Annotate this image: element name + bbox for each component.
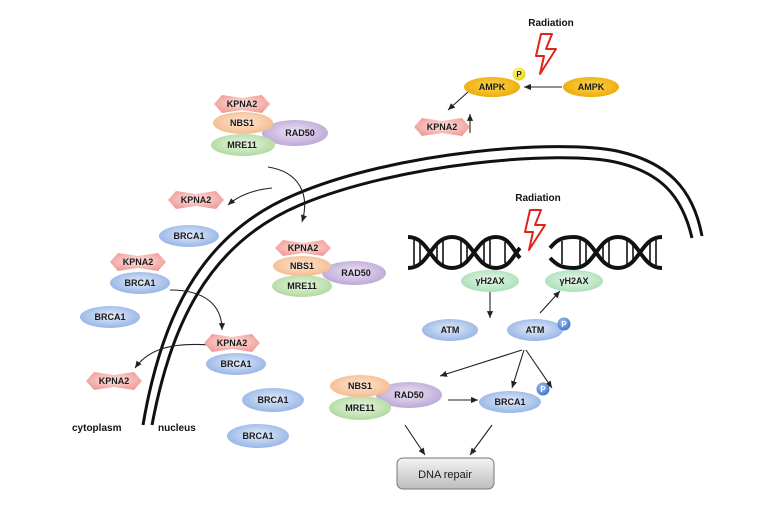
arrow-kpna2-export [227,187,273,206]
nbs1-label: NBS1 [290,261,314,271]
arrow-complex-to-repair [404,424,426,456]
kpna2-node: KPNA2 [86,372,142,390]
ampk-node: AMPK [563,77,619,97]
ampk-label: AMPK [479,82,506,92]
rad50-label: RAD50 [285,128,315,138]
atm-label: ATM [441,325,460,335]
phospho-badge [557,317,571,331]
kpna2-brca1-complex-nuclear: BRCA1 KPNA2 [204,334,266,375]
kpna2-label: KPNA2 [181,195,212,205]
kpna2-label: KPNA2 [288,243,319,253]
mre11-label: MRE11 [227,140,257,150]
arrow-kpna2-export-2 [134,343,211,369]
brca1-label: BRCA1 [124,278,155,288]
pathway-arrows [134,83,562,456]
radiation-label-mid: Radiation [515,193,561,204]
kpna2-node: KPNA2 [414,118,470,136]
gh2ax-node: γH2AX [545,270,603,292]
ampk-phospho-node: AMPK P [464,67,526,97]
brca1-node: BRCA1 [242,388,304,412]
atm-label: ATM [526,325,545,335]
phospho-label: P [561,320,567,329]
dna-repair-box: DNA repair [396,457,495,490]
arrow-complex-import [267,166,307,223]
brca1-label: BRCA1 [220,359,251,369]
phospho-badge [536,382,550,396]
arrow-brca1-to-repair [469,424,493,456]
arrow-ampkp-to-kpna2 [447,91,469,111]
kpna2-label: KPNA2 [427,122,458,132]
kpna2-mrn-complex-nuclear: RAD50 MRE11 NBS1 KPNA2 [272,240,386,297]
brca1-label: BRCA1 [257,395,288,405]
radiation-label-top: Radiation [528,18,574,29]
gh2ax-node: γH2AX [461,270,519,292]
dna-repair-label: DNA repair [418,469,472,481]
mrn-complex: RAD50 MRE11 NBS1 [329,375,442,420]
nucleus-label: nucleus [158,423,196,434]
brca1-node: BRCA1 [159,225,219,247]
mre11-label: MRE11 [287,281,317,291]
atm-phospho-node: ATM P [507,317,571,341]
brca1-label: BRCA1 [494,397,525,407]
kpna2-brca1-complex: BRCA1 KPNA2 [110,253,170,294]
gh2ax-label: γH2AX [475,276,504,286]
gh2ax-label: γH2AX [559,276,588,286]
brca1-phospho-node: BRCA1 P [479,382,550,413]
dna-helix-icon [548,234,663,271]
kpna2-label: KPNA2 [217,338,248,348]
arrow-atm-to-gh2ax [539,290,561,314]
ampk-label: AMPK [578,82,605,92]
arrow-brca1-import [169,289,226,331]
phospho-label: P [516,70,522,79]
kpna2-label: KPNA2 [227,99,258,109]
kpna2-node: KPNA2 [168,191,224,209]
dna-helix-icon [407,234,522,271]
phospho-badge [512,67,526,81]
atm-node: ATM [422,319,478,341]
brca1-label: BRCA1 [173,231,204,241]
arrow-atm-to-brca1p [525,349,553,389]
lightning-icon [524,209,546,251]
brca1-node: BRCA1 [80,306,140,328]
cytoplasm-label: cytoplasm [72,423,122,434]
kpna2-label: KPNA2 [123,257,154,267]
brca1-node: BRCA1 [227,424,289,448]
rad50-label: RAD50 [341,268,371,278]
arrow-atm-to-rad50 [439,349,523,377]
nuclear-membrane [141,145,704,426]
lightning-icon [535,33,557,75]
nbs1-label: NBS1 [230,118,254,128]
kpna2-label: KPNA2 [99,376,130,386]
brca1-label: BRCA1 [94,312,125,322]
mre11-label: MRE11 [345,403,375,413]
brca1-label: BRCA1 [242,431,273,441]
rad50-label: RAD50 [394,390,424,400]
kpna2-mrn-complex: RAD50 MRE11 NBS1 KPNA2 [211,95,328,156]
phospho-label: P [540,385,546,394]
arrow-atm-to-brca1 [511,349,525,389]
nbs1-label: NBS1 [348,381,372,391]
